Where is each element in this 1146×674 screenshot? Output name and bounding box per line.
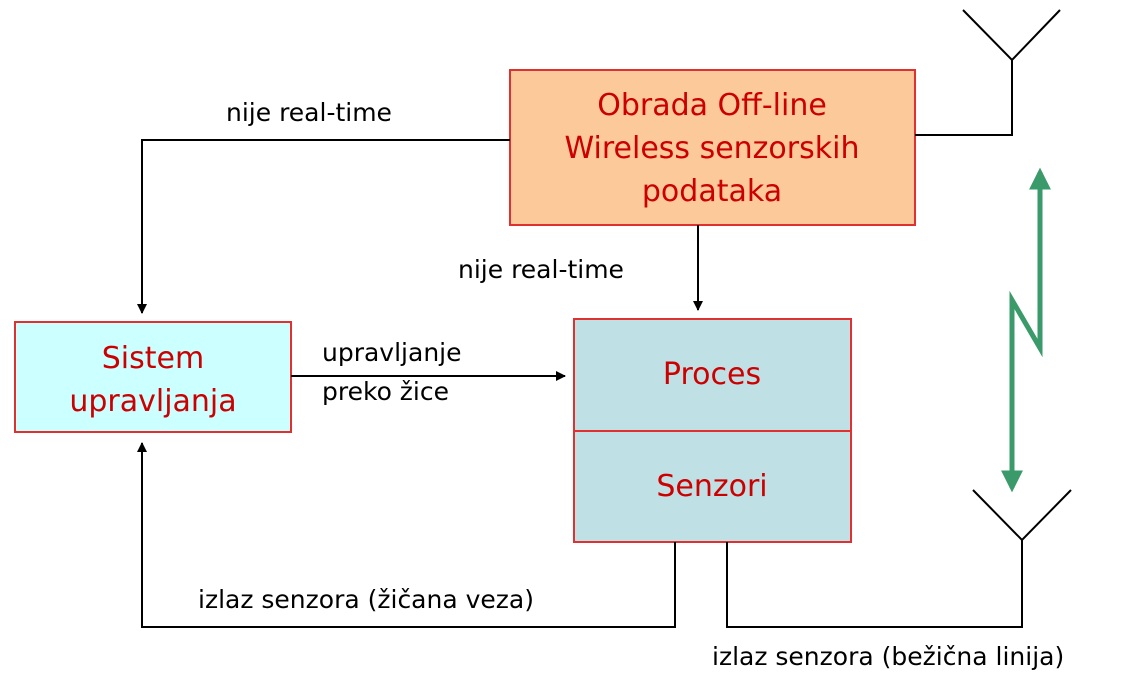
label-sensor-output-wireless: izlaz senzora (bežična linija) [712, 642, 1064, 671]
label-not-realtime-left: nije real-time [226, 98, 392, 127]
offline-box-line-3: podataka [642, 174, 782, 209]
offline-to-control-connector [137, 139, 510, 314]
sensors-to-antenna-connector [726, 540, 1023, 628]
sensors-to-control-connector [137, 442, 676, 628]
process-box: Proces [573, 318, 852, 432]
control-box-line-2: upravljanja [69, 384, 236, 419]
offline-processing-box: Obrada Off-line Wireless senzorskih poda… [509, 69, 916, 226]
sensors-box: Senzori [573, 430, 852, 543]
label-wired-control-line-1: upravljanje [322, 338, 462, 367]
control-system-box: Sistem upravljanja [14, 321, 292, 433]
control-box-line-1: Sistem [102, 341, 204, 376]
wireless-link-arrow-icon [1001, 167, 1051, 493]
label-sensor-output-wired: izlaz senzora (žičana veza) [198, 585, 534, 614]
offline-box-line-2: Wireless senzorskih [565, 131, 860, 166]
process-label: Proces [663, 357, 761, 392]
sensors-label: Senzori [656, 469, 767, 504]
offline-to-antenna-connector [915, 60, 1013, 136]
offline-box-line-1: Obrada Off-line [597, 88, 827, 123]
antenna-top-icon [962, 9, 1061, 62]
antenna-bottom-icon [972, 489, 1072, 542]
label-wired-control-line-2: preko žice [322, 377, 449, 406]
label-not-realtime-center: nije real-time [458, 255, 624, 284]
